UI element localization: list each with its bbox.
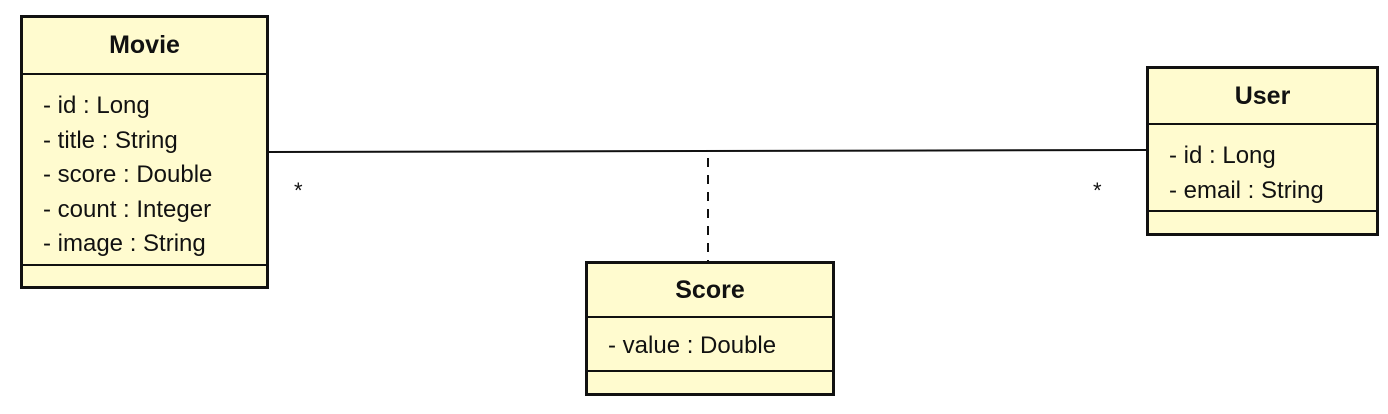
attribute-title: - title : String — [43, 126, 178, 154]
attributes-score: - value : Double — [588, 318, 832, 372]
class-name-movie: Movie — [23, 18, 266, 75]
attribute-id: - id : Long — [1169, 142, 1276, 169]
attribute-id: - id : Long — [43, 92, 150, 119]
attributes-user: - id : Long - email : String — [1149, 125, 1376, 212]
multiplicity-movie: * — [294, 178, 303, 203]
attribute-count: - count : Integer — [43, 195, 212, 223]
attribute-value: - value : Double — [608, 332, 777, 359]
attribute-score: - score : Double — [43, 161, 213, 188]
attribute-image: - image : String — [43, 230, 206, 257]
association-line — [268, 149, 1147, 153]
attribute-email: - email : String — [1169, 176, 1324, 204]
attributes-movie: - id : Long - title : String - score : D… — [23, 75, 266, 266]
class-score[interactable]: Score - value : Double — [585, 261, 835, 396]
class-user[interactable]: User - id : Long - email : String — [1146, 66, 1379, 236]
class-name-score: Score — [588, 264, 832, 318]
multiplicity-user: * — [1093, 178, 1102, 203]
class-name-user: User — [1149, 69, 1376, 125]
class-movie[interactable]: Movie - id : Long - title : String - sco… — [20, 15, 269, 289]
